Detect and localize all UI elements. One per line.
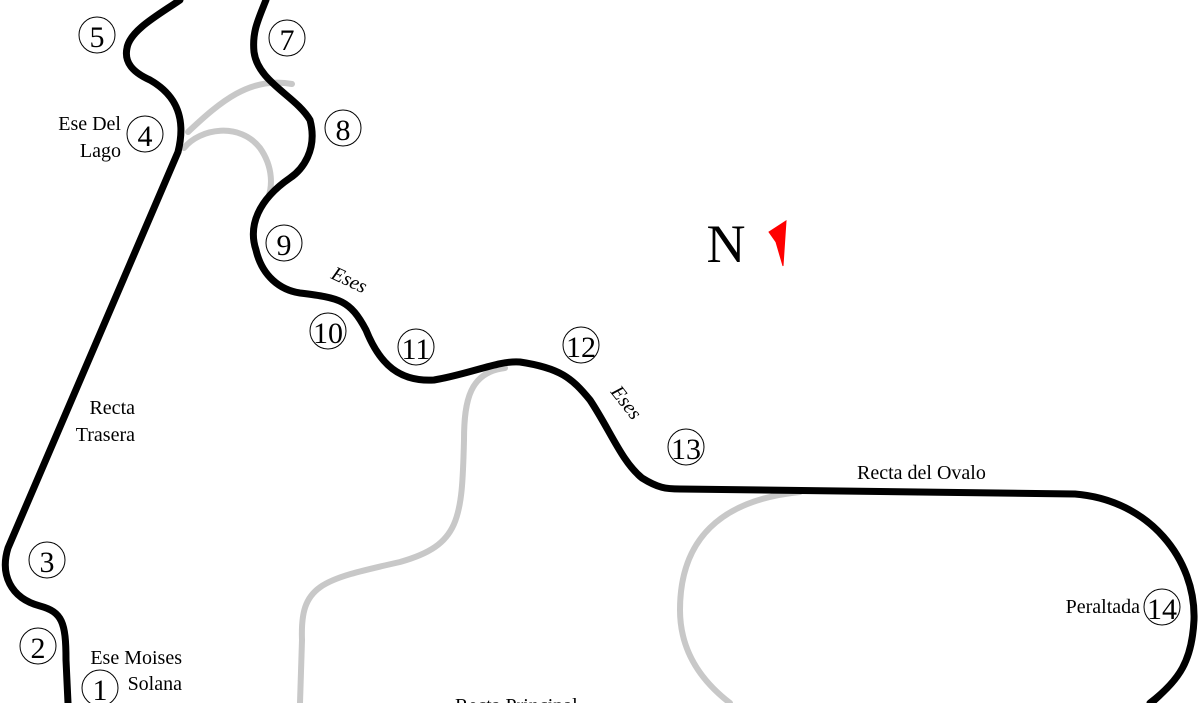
track-segment-west: [1, 0, 185, 703]
svg-text:3: 3: [40, 546, 55, 579]
alt-link-top-upper: [185, 79, 295, 135]
svg-text:8: 8: [336, 114, 351, 147]
turn-marker-11: 11: [397, 328, 435, 366]
alt-link-top-lower: [181, 127, 274, 201]
label-eses-2: Eses: [605, 381, 646, 424]
turn-marker-10: 10: [309, 312, 347, 350]
alt-oval-inner: [676, 489, 803, 703]
turn-marker-9: 9: [265, 224, 303, 262]
svg-text:9: 9: [277, 229, 292, 262]
north-compass: N: [707, 214, 787, 274]
label-recta-trasera-1: Recta: [89, 397, 135, 419]
turn-marker-1: 1: [81, 669, 119, 703]
label-ese-moises-2: Solana: [128, 673, 183, 695]
svg-text:10: 10: [313, 317, 343, 350]
turn-marker-4: 4: [126, 115, 164, 153]
svg-text:4: 4: [138, 120, 153, 153]
turn-marker-14: 14: [1143, 588, 1181, 626]
label-ese-moises-1: Ese Moises: [90, 647, 182, 669]
svg-text:11: 11: [402, 333, 431, 366]
svg-text:2: 2: [31, 632, 46, 665]
section-labels: Ese Del Lago Recta Trasera Ese Moises So…: [58, 113, 1140, 703]
svg-text:14: 14: [1147, 593, 1177, 626]
svg-text:12: 12: [566, 331, 596, 364]
north-letter: N: [707, 214, 746, 274]
turn-marker-3: 3: [28, 541, 66, 579]
turn-marker-12: 12: [562, 326, 600, 364]
svg-text:7: 7: [280, 24, 295, 57]
label-eses-1: Eses: [327, 262, 371, 298]
turn-marker-5: 5: [78, 16, 116, 54]
svg-text:5: 5: [90, 21, 105, 54]
turn-marker-2: 2: [19, 627, 57, 665]
label-recta-del-ovalo: Recta del Ovalo: [857, 462, 986, 484]
label-recta-trasera-2: Trasera: [76, 424, 135, 446]
turn-marker-7: 7: [268, 19, 306, 57]
label-ese-del-lago-1: Ese Del: [58, 113, 121, 135]
north-arrow-icon: [768, 220, 787, 267]
track-segment-north-and-south: [249, 0, 1198, 703]
pit-lane-line: [1154, 611, 1197, 703]
label-ese-del-lago-2: Lago: [80, 140, 121, 162]
alt-infield-connector: [297, 365, 508, 703]
svg-text:1: 1: [93, 674, 108, 703]
turn-markers: 1 2 3 4 5 7 8 9: [19, 16, 1181, 703]
label-peraltada: Peraltada: [1066, 596, 1141, 618]
label-recta-principal: Recta Principal: [455, 695, 578, 703]
turn-marker-8: 8: [324, 109, 362, 147]
alternate-track-sections: [181, 79, 803, 703]
turn-marker-13: 13: [667, 428, 705, 466]
svg-text:13: 13: [671, 433, 701, 466]
